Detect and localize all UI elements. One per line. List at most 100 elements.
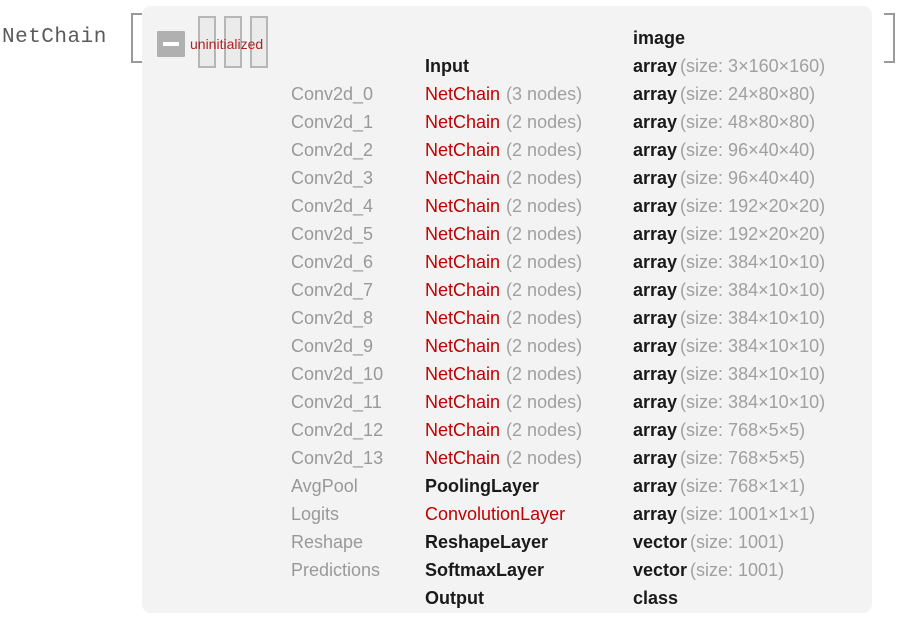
layer-row-shape-size: (size: 1001): [690, 560, 785, 580]
layer-row-shape-size: (size: 384×10×10): [680, 336, 826, 356]
layer-row-shape: array(size: 96×40×40): [633, 136, 815, 164]
layer-row-shape-kind: array: [633, 420, 678, 440]
layer-row-type-detail: (2 nodes): [506, 364, 583, 384]
layer-row-shape: class: [633, 584, 678, 612]
layer-row-type-detail: (2 nodes): [506, 420, 583, 440]
layer-row-name: Conv2d_8: [291, 308, 374, 328]
layer-row-type-detail: (2 nodes): [506, 308, 583, 328]
collapse-toggle-button[interactable]: [157, 31, 185, 57]
layer-row-shape-kind: image: [633, 28, 686, 48]
layer-row-shape-size: (size: 96×40×40): [680, 168, 816, 188]
layer-row-name: Conv2d_6: [291, 252, 374, 272]
layer-row-type: NetChain(2 nodes): [425, 136, 582, 164]
layer-row-shape-size: (size: 192×20×20): [680, 196, 826, 216]
layer-row-shape: array(size: 768×5×5): [633, 416, 805, 444]
layer-row[interactable]: Inputimage: [142, 24, 872, 52]
layer-row-shape-size: (size: 3×160×160): [680, 56, 826, 76]
layer-row[interactable]: Conv2d_8 NetChain(2 nodes) array(size: 384…: [142, 304, 872, 332]
layer-row-type-detail: (2 nodes): [506, 252, 583, 272]
layer-row-type-name: NetChain: [425, 420, 501, 440]
layer-row-type-name: NetChain: [425, 140, 501, 160]
layer-row-shape-kind: array: [633, 196, 678, 216]
layer-row-type-detail: (2 nodes): [506, 448, 583, 468]
layer-row-shape: array(size: 384×10×10): [633, 360, 825, 388]
layer-row[interactable]: Predictions SoftmaxLayer vector(size: 1001…: [142, 556, 872, 584]
layer-row-type: ReshapeLayer: [425, 528, 548, 556]
layer-row-name: Conv2d_5: [291, 224, 374, 244]
layer-row-shape-size: (size: 384×10×10): [680, 252, 826, 272]
layer-row-shape-kind: array: [633, 476, 678, 496]
layer-row-type-name: Input: [425, 56, 469, 76]
open-bracket: [131, 13, 142, 63]
layer-row-name: Conv2d_10: [291, 364, 384, 384]
layer-row-type-name: NetChain: [425, 224, 501, 244]
layer-row-type: NetChain(2 nodes): [425, 192, 582, 220]
layer-row-type-name: NetChain: [425, 280, 501, 300]
layer-row-type-name: PoolingLayer: [425, 476, 540, 496]
layer-row[interactable]: Output class: [142, 584, 872, 612]
layer-row-shape-size: (size: 48×80×80): [680, 112, 816, 132]
layer-row-type-name: NetChain: [425, 336, 501, 356]
layer-row-shape: array(size: 384×10×10): [633, 388, 825, 416]
layer-row-name: Conv2d_7: [291, 280, 374, 300]
layer-row-shape: vector(size: 1001): [633, 556, 784, 584]
layer-row-type: NetChain(2 nodes): [425, 360, 582, 388]
layer-row-shape-kind: array: [633, 392, 678, 412]
layer-row-shape-kind: array: [633, 308, 678, 328]
panel-header: uninitialized: [142, 6, 872, 68]
layer-row-shape-size: (size: 384×10×10): [680, 280, 826, 300]
layer-row-type: ConvolutionLayer: [425, 500, 565, 528]
layer-row-type: NetChain(2 nodes): [425, 416, 582, 444]
layer-stack-bar-2: [224, 16, 242, 68]
layer-stack-icon: [198, 16, 268, 68]
layer-stack-bar-1: [198, 16, 216, 68]
layer-row-shape-size: (size: 384×10×10): [680, 392, 826, 412]
layer-row-shape-kind: array: [633, 280, 678, 300]
layer-row-name: Reshape: [291, 532, 364, 552]
layer-row[interactable]: Conv2d_7 NetChain(2 nodes) array(size: 384…: [142, 276, 872, 304]
layer-row-name: Conv2d_11: [291, 392, 382, 412]
layer-row-type-name: NetChain: [425, 448, 501, 468]
layer-row-shape: array(size: 3×160×160): [633, 52, 825, 80]
layer-row-shape: array(size: 768×5×5): [633, 444, 805, 472]
layer-row[interactable]: Conv2d_10 NetChain(2 nodes) array(size: 38…: [142, 360, 872, 388]
layer-row-shape-kind: array: [633, 84, 678, 104]
layer-row-type-name: NetChain: [425, 168, 501, 188]
layer-row-shape-size: (size: 384×10×10): [680, 308, 826, 328]
layer-row-shape-kind: array: [633, 168, 678, 188]
layer-row-name: Predictions: [291, 560, 381, 580]
layer-row-type-detail: (2 nodes): [506, 280, 583, 300]
layer-row-shape-size: (size: 768×5×5): [680, 448, 806, 468]
layer-row-type: Input: [425, 52, 469, 80]
layer-row-shape-kind: array: [633, 224, 678, 244]
layer-row[interactable]: Input array(size: 3×160×160): [142, 52, 872, 80]
layer-row-type-name: NetChain: [425, 196, 501, 216]
layer-row-shape: array(size: 48×80×80): [633, 108, 815, 136]
layer-row-shape: array(size: 192×20×20): [633, 192, 825, 220]
layer-row-type-name: SoftmaxLayer: [425, 560, 545, 580]
layer-row-type-detail: (2 nodes): [506, 112, 583, 132]
layer-row-name: Conv2d_3: [291, 168, 374, 188]
layer-row-type: NetChain(2 nodes): [425, 304, 582, 332]
layer-row-shape-kind: class: [633, 588, 679, 608]
layer-row-shape: array(size: 192×20×20): [633, 220, 825, 248]
layer-row-shape-size: (size: 768×1×1): [680, 476, 806, 496]
layer-row-shape: array(size: 384×10×10): [633, 248, 825, 276]
layer-row-shape-size: (size: 96×40×40): [680, 140, 816, 160]
layer-row-type-name: Output: [425, 588, 484, 608]
layer-row-shape: array(size: 768×1×1): [633, 472, 805, 500]
